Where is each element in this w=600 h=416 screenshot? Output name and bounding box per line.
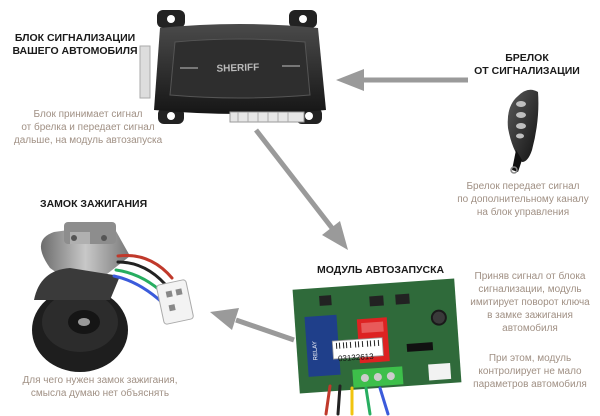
autostart-module-label: МОДУЛЬ АВТОЗАПУСКА: [317, 264, 445, 276]
ignition-lock-label: ЗАМОК ЗАЖИГАНИЯ: [40, 198, 148, 210]
arrow-module-to-lock: [210, 308, 295, 343]
alarm-brand-text: SHERIFF: [216, 62, 259, 74]
autostart-caption-2: При этом, модуль контролирует не мало па…: [473, 353, 587, 390]
arrow-alarm-to-module: [254, 128, 348, 250]
keyfob-icon: [507, 89, 539, 174]
ignition-lock-caption: Для чего нужен замок зажигания, смысла д…: [22, 375, 178, 399]
barcode-number: 03132613: [338, 352, 375, 363]
alarm-unit-icon: [139, 10, 326, 124]
keyfob-label: БРЕЛОК ОТ СИГНАЛИЗАЦИИ: [474, 52, 580, 77]
alarm-unit-label: БЛОК СИГНАЛИЗАЦИИ ВАШЕГО АВТОМОБИЛЯ: [12, 32, 138, 57]
autostart-caption-1: Приняв сигнал от блока сигнализации, мод…: [470, 271, 590, 334]
autostart-module-icon: RELAY: [292, 278, 462, 416]
alarm-unit-caption: Блок принимает сигнал от брелка и переда…: [13, 109, 163, 146]
ignition-lock-icon: [32, 222, 194, 372]
keyfob-caption: Брелок передает сигнал по дополнительном…: [457, 181, 589, 218]
svg-text:RELAY: RELAY: [312, 341, 319, 361]
arrow-keyfob-to-alarm: [336, 69, 468, 91]
